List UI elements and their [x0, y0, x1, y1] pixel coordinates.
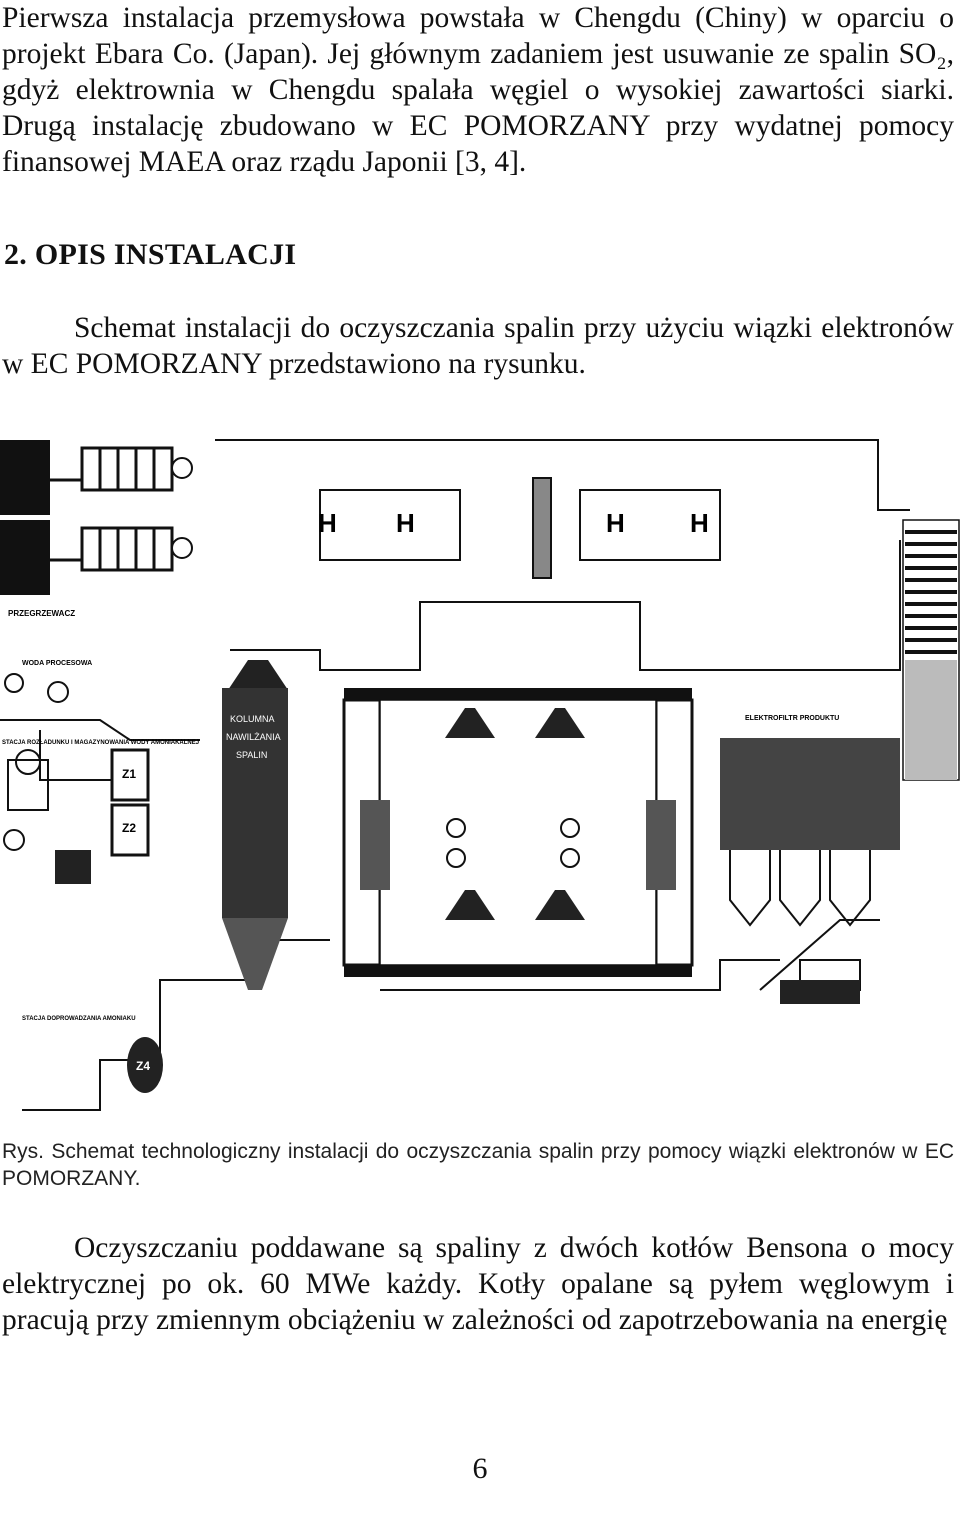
boiler-block-top: [0, 440, 193, 595]
reactor-block: [342, 688, 694, 977]
truck: [780, 980, 860, 1004]
tank-z4-label: Z4: [136, 1059, 150, 1073]
svg-text:H: H: [606, 508, 625, 538]
electrofilter: [720, 738, 900, 927]
tank-z1-label: Z1: [122, 767, 136, 781]
column-label-2: NAWILŻANIA: [226, 732, 281, 742]
accelerators-top: [319, 489, 721, 561]
tank-z1: [110, 748, 150, 802]
section-heading: 2. OPIS INSTALACJI: [4, 238, 297, 271]
column-label-3: SPALIN: [236, 750, 267, 760]
ammonia-dosing-label: STACJA DOPROWADZANIA AMONIAKU: [22, 1016, 136, 1022]
tank-z4: [127, 1037, 163, 1093]
conveyor: [759, 919, 880, 991]
paragraph-schema-intro: Schemat instalacji do oczyszczania spali…: [2, 312, 954, 380]
preheater-label: PRZEGRZEWACZ: [8, 609, 75, 618]
tank-z2-label: Z2: [122, 821, 136, 835]
paragraph-intro: Pierwsza instalacja przemysłowa powstała…: [2, 2, 954, 178]
process-water-label: WODA PROCESOWA: [22, 660, 92, 667]
process-diagram: PRZEGRZEWACZ WODA PROCESOWA STACJA ROZŁA…: [0, 439, 960, 1111]
humidification-column: [222, 660, 288, 990]
page-number: 6: [472, 1452, 488, 1485]
flue-duct-top: [215, 439, 910, 511]
control-box: [55, 850, 91, 884]
svg-text:H: H: [318, 508, 337, 538]
product-label: ELEKTROFILTR PRODUKTU: [745, 715, 839, 722]
ammonia-station-label: STACJA ROZŁADUNKU I MAGAZYNOWANIA WODY A…: [2, 740, 199, 746]
column-label-1: KOLUMNA: [230, 714, 275, 724]
svg-text:H: H: [396, 508, 415, 538]
left-instrumentation: [0, 673, 200, 851]
stack-stripes: [905, 530, 957, 654]
tank-z2: [110, 803, 150, 857]
figure-caption: Rys. Schemat technologiczny instalacji d…: [2, 1140, 954, 1190]
svg-text:H: H: [690, 508, 709, 538]
center-stack: [532, 477, 552, 579]
paragraph-boilers: Oczyszczaniu poddawane są spaliny z dwóc…: [2, 1232, 954, 1336]
